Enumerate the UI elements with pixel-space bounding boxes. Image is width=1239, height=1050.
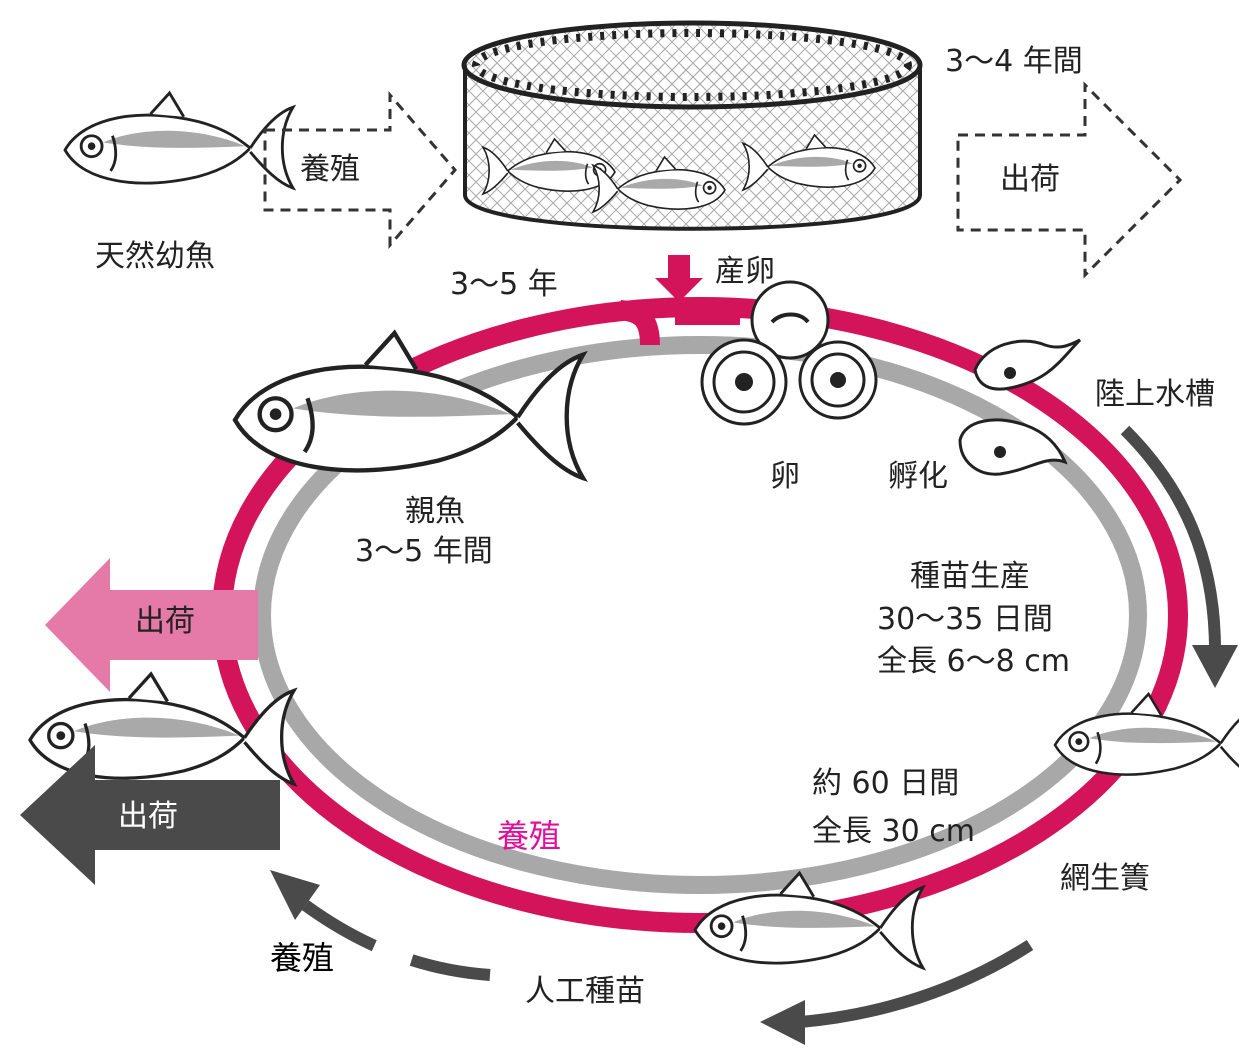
farming-bottom-label: 養殖 (270, 939, 335, 977)
ship-dark-label: 出荷 (118, 799, 178, 834)
spawning-arrow (655, 255, 703, 302)
shipped-fish-icon (28, 672, 296, 786)
broodstock-years-label: 3～5 年 (450, 267, 558, 302)
land-tank-arrow (1120, 425, 1238, 688)
juvenile-fish-icon (1053, 692, 1239, 781)
net-cage-icon (461, 20, 923, 231)
wild-juvenile-fish-icon (63, 91, 295, 190)
hatching-label: 孵化 (888, 459, 948, 494)
egg-label: 卵 (770, 459, 800, 494)
larva-icon (958, 338, 1082, 476)
ship-pink-label: 出荷 (135, 604, 195, 639)
net-days-label: 約 60 日間 (812, 766, 960, 801)
spawning-label: 産卵 (715, 254, 775, 289)
ship-arrow-dark (20, 745, 280, 885)
land-tank-label: 陸上水槽 (1095, 377, 1215, 412)
artificial-seedling-label: 人工種苗 (525, 974, 645, 1009)
broodstock-period-label: 3～5 年間 (355, 534, 493, 569)
broodstock-label: 親魚 (405, 494, 465, 529)
wild-juvenile-label: 天然幼魚 (95, 239, 215, 274)
egg-icon (700, 280, 878, 426)
seedling-production-label: 種苗生産 (910, 559, 1030, 594)
ship-arrow-top-label: 出荷 (1000, 162, 1060, 197)
net-length-label: 全長 30 cm (812, 814, 975, 849)
farming-return-arrow (270, 870, 491, 981)
seedling-days-label: 30～35 日間 (877, 602, 1053, 637)
farming-arrow-label: 養殖 (300, 152, 360, 187)
period-label: 3～4 年間 (945, 44, 1083, 79)
net-cage-arrow (760, 939, 1034, 1045)
farming-center-label: 養殖 (497, 817, 562, 855)
farming-arrow (263, 90, 457, 250)
net-cage-label: 網生簀 (1060, 861, 1150, 896)
ship-arrow-pink (45, 558, 258, 692)
ship-arrow-top (956, 81, 1183, 279)
broodstock-fish-icon (235, 333, 583, 478)
seedling-length-label: 全長 6～8 cm (877, 644, 1070, 679)
